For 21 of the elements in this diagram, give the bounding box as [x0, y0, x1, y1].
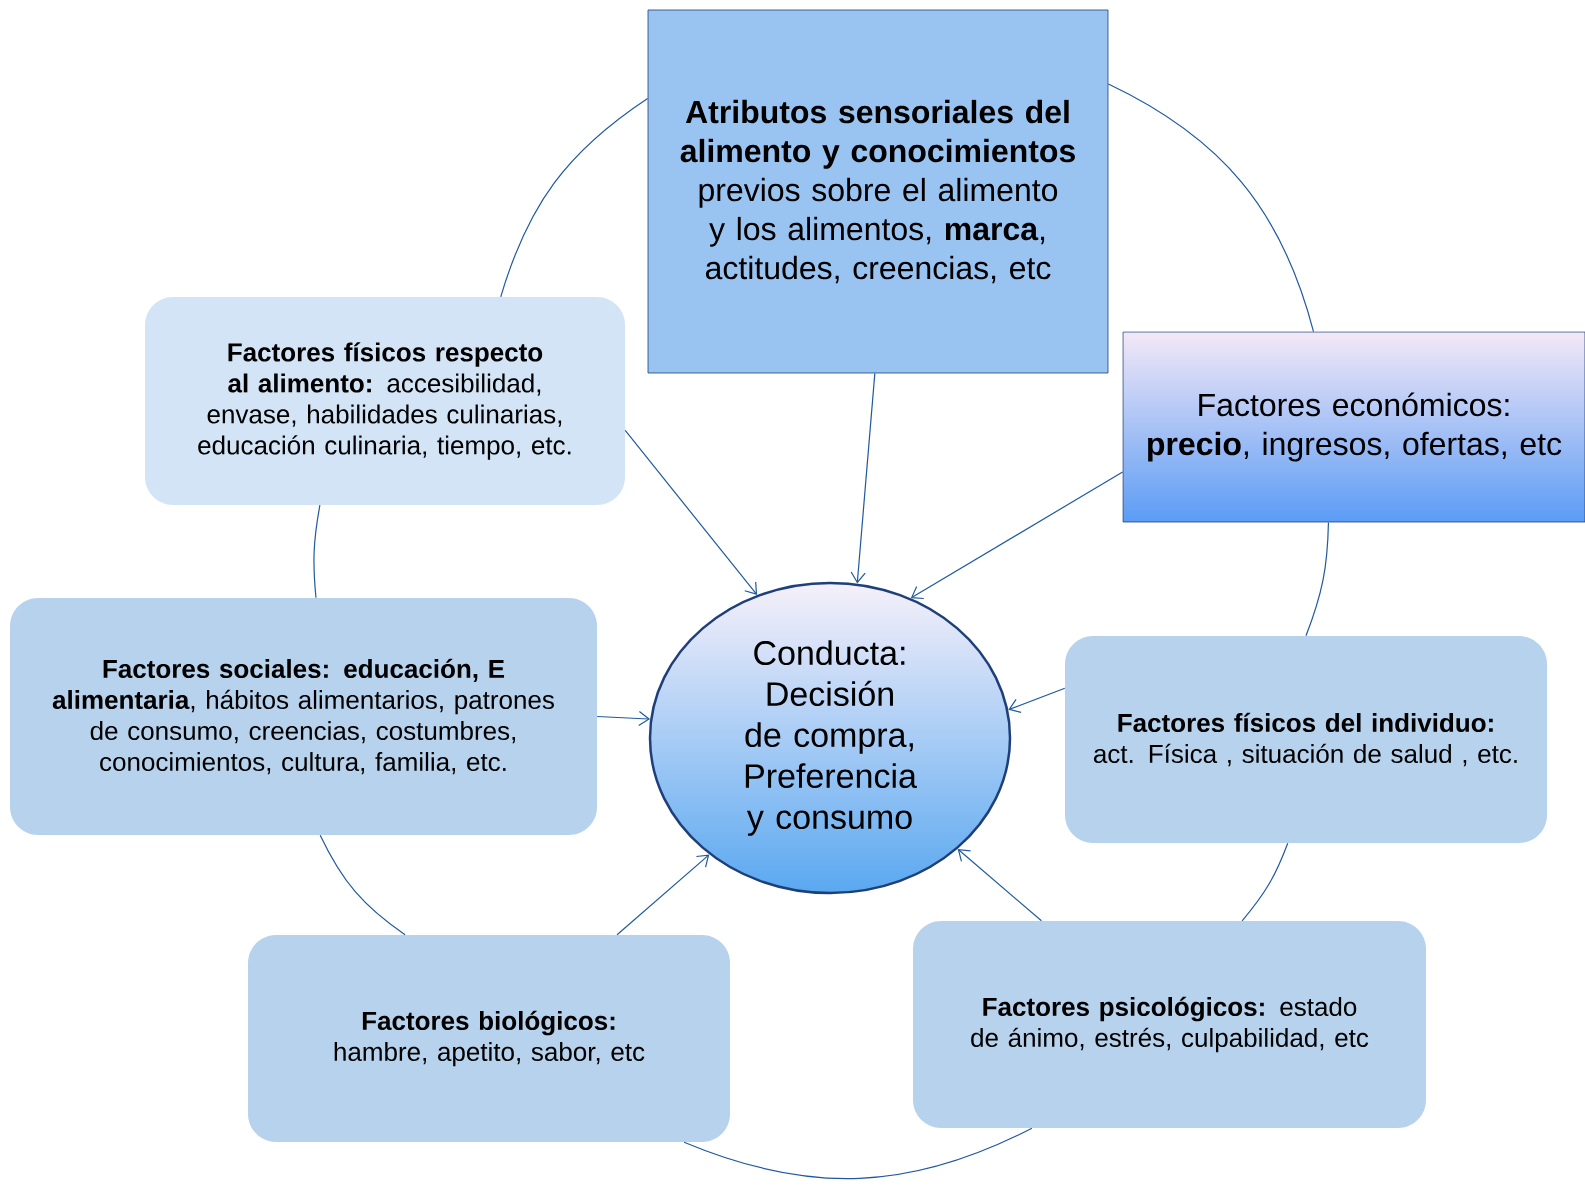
- connector-arc: [313, 504, 321, 599]
- text-box: Atributos sensoriales del alimento y conocimientos previos sobre el alimento y los alimentos, marca, actitudes, creencias, etc: [647, 9, 1109, 374]
- arrow: [624, 429, 758, 595]
- arrow: [596, 710, 651, 727]
- arrow: [616, 854, 710, 936]
- rounded-box: Factores físicos respecto al alimento: accesibilidad, envase, habilidades culinarias, educación culinaria, tiempo, etc.: [145, 297, 625, 505]
- connector-arc: [1107, 83, 1315, 333]
- connector-arc: [1305, 521, 1330, 637]
- connector-arc: [319, 834, 406, 936]
- connector-arc: [683, 1127, 1033, 1179]
- rounded-box: Factores físicos del individuo: act. Física , situación de salud , etc.: [1065, 636, 1547, 843]
- arrow: [850, 372, 876, 584]
- arrow: [910, 471, 1124, 600]
- text-box: Factores económicos: precio, ingresos, ofertas, etc: [1122, 331, 1585, 523]
- arrow: [1008, 687, 1066, 713]
- connector-arc: [500, 97, 649, 298]
- connector-arc: [1241, 842, 1289, 922]
- rounded-box: Factores psicológicos: estado de ánimo, estrés, culpabilidad, etc: [913, 921, 1426, 1128]
- arrow: [957, 848, 1043, 922]
- rounded-box: Factores sociales: educación, E alimentaria, hábitos alimentarios, patrones de consumo, creencias, costumbres, conocimientos, cultura, familia, etc.: [10, 598, 597, 835]
- rounded-box: Factores biológicos: hambre, apetito, sabor, etc: [248, 935, 730, 1142]
